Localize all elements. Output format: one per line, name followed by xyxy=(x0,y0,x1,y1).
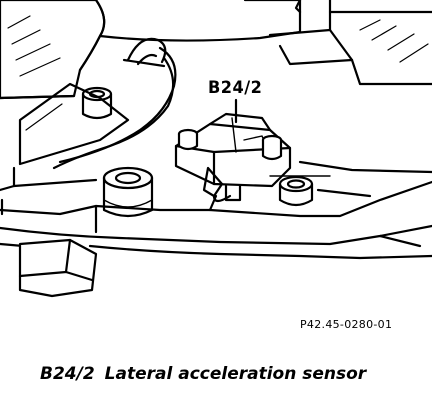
component-illustration xyxy=(0,0,432,298)
caption-code: B24/2 xyxy=(40,364,95,384)
callout-label: B24/2 xyxy=(208,78,263,98)
right-bracket xyxy=(268,0,432,86)
mounting-bolts xyxy=(177,128,283,161)
boss-upper xyxy=(81,86,113,120)
caption: B24/2 Lateral acceleration sensor xyxy=(40,364,366,384)
upper-housing xyxy=(0,0,106,100)
right-rails xyxy=(298,160,432,248)
cable xyxy=(52,46,177,170)
clip-hook xyxy=(122,37,167,68)
boss-right xyxy=(269,175,331,207)
base-plate xyxy=(0,180,432,260)
upper-frame xyxy=(98,0,302,42)
caption-text: Lateral acceleration sensor xyxy=(104,364,367,384)
left-panel xyxy=(0,82,130,192)
reference-code: P42.45-0280-01 xyxy=(300,318,393,331)
front-tab xyxy=(18,238,98,298)
